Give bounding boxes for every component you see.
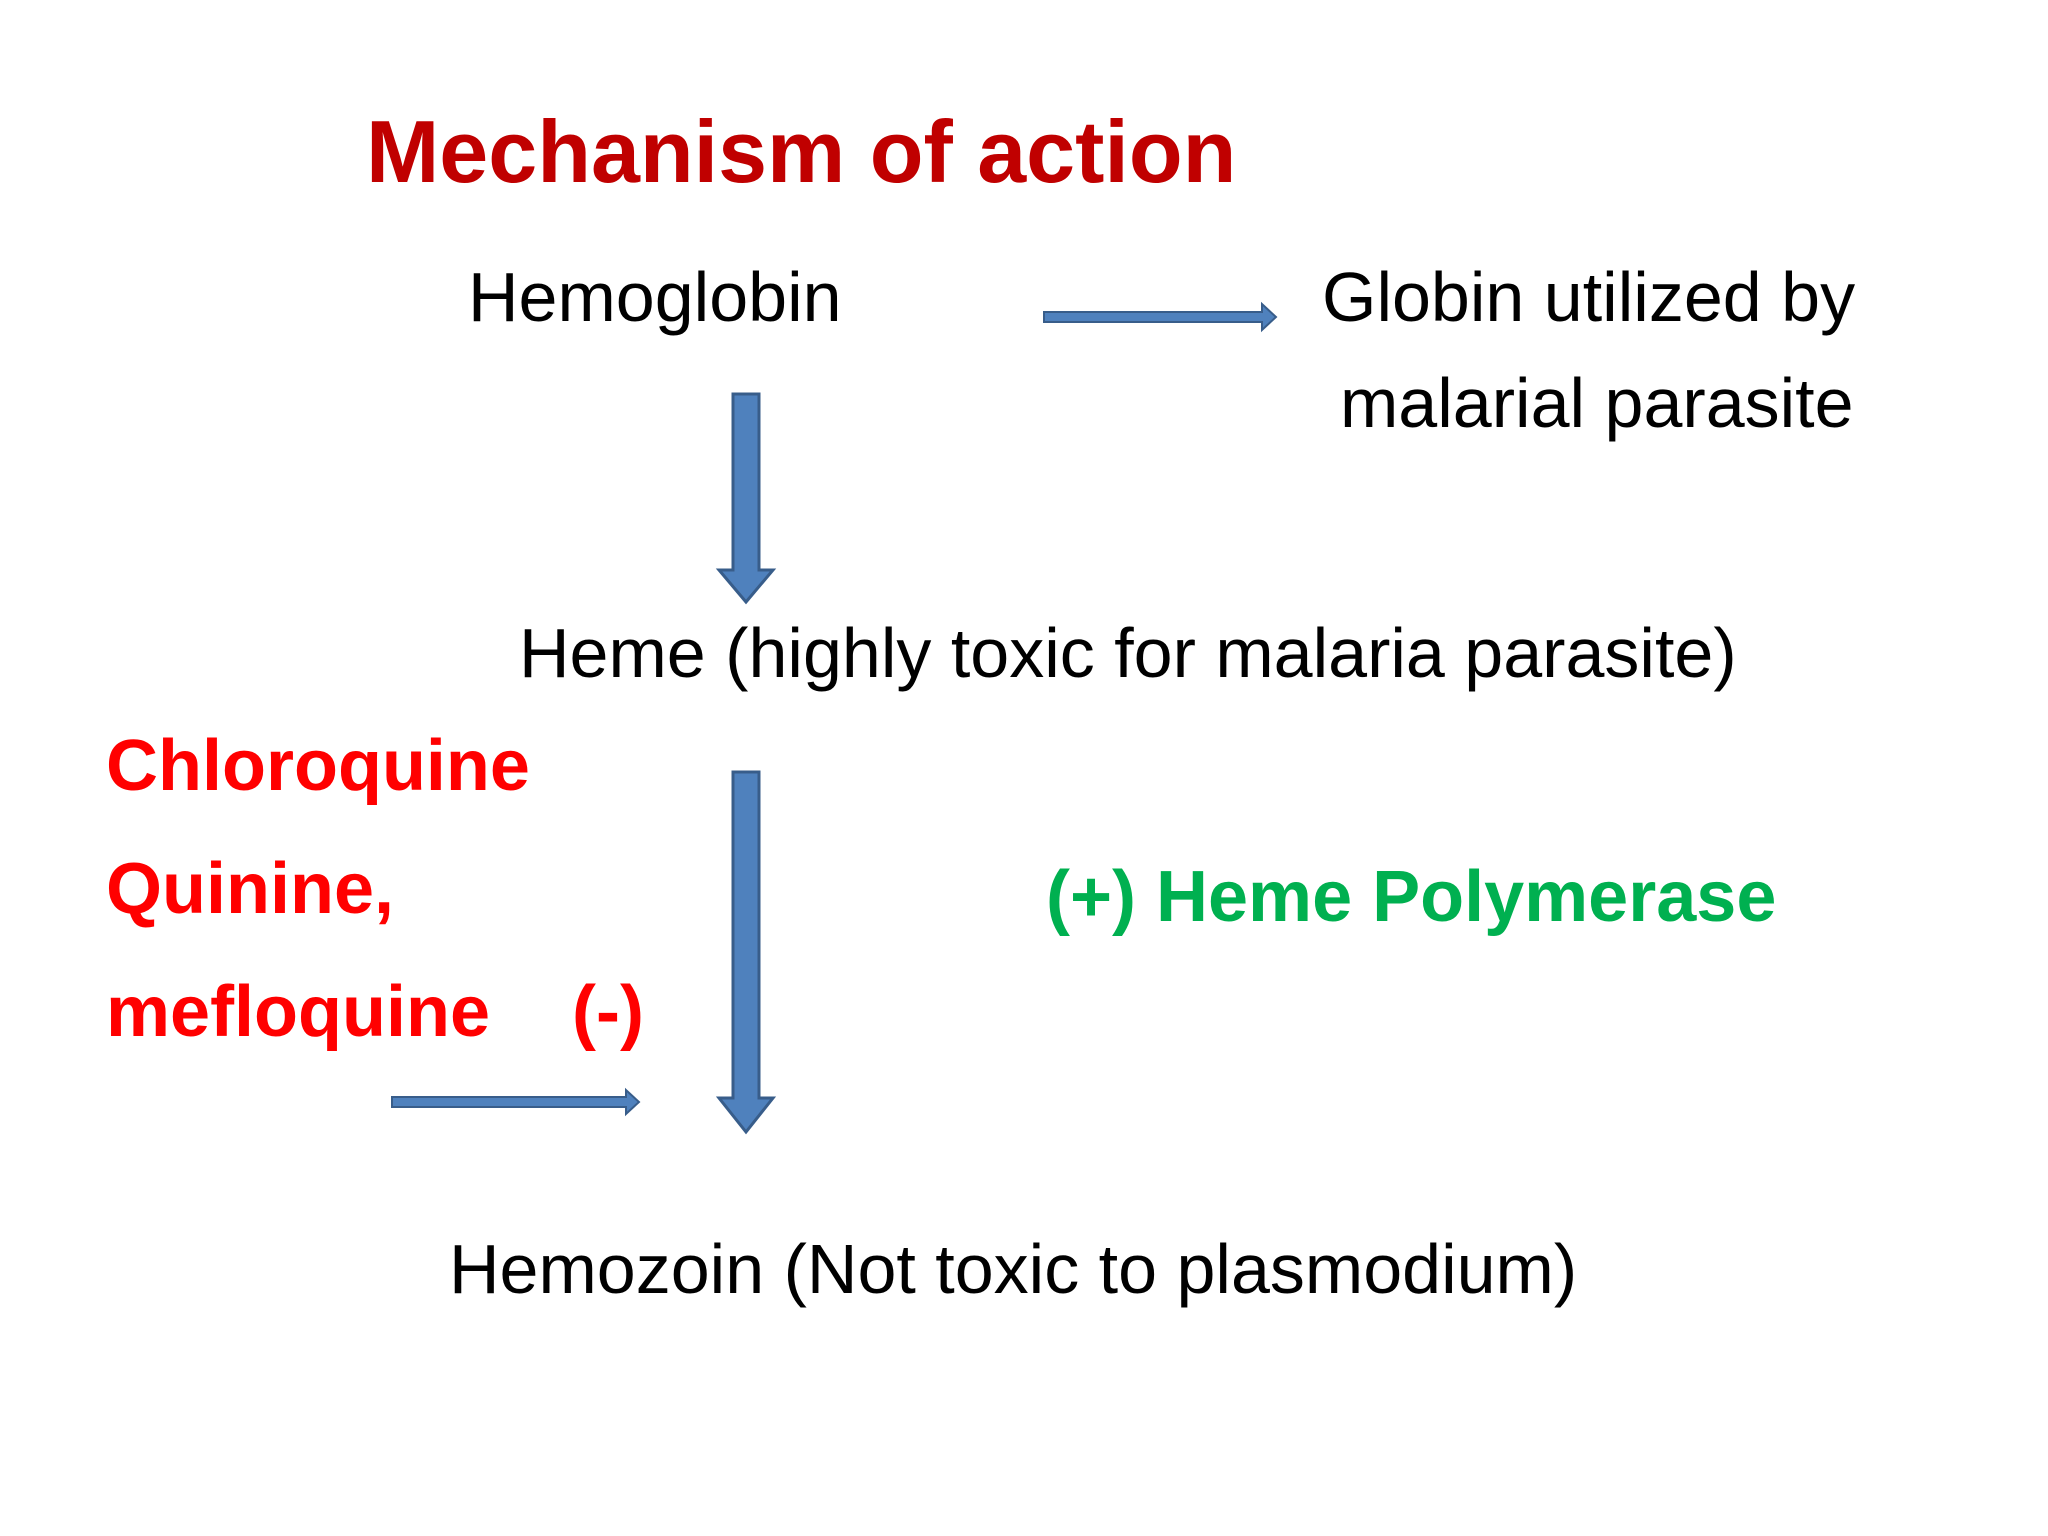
globin-label-line2: malarial parasite: [1340, 364, 1854, 442]
heme-label: Heme (highly toxic for malaria parasite): [519, 614, 1737, 692]
slide-title: Mechanism of action: [366, 102, 1237, 201]
globin-label-line1: Globin utilized by: [1322, 258, 1856, 336]
hemozoin-label: Hemozoin (Not toxic to plasmodium): [449, 1230, 1578, 1308]
drug-mefloquine: mefloquine: [106, 972, 491, 1052]
inhibition-sign: (-): [572, 972, 644, 1052]
arrow-drug-inhibition: [391, 1087, 641, 1117]
arrow-heme-to-hemozoin: [715, 770, 777, 1135]
drug-chloroquine: Chloroquine: [106, 726, 530, 806]
hemoglobin-label: Hemoglobin: [468, 258, 842, 336]
heme-polymerase-label: (+) Heme Polymerase: [1046, 857, 1777, 937]
arrow-hemoglobin-to-globin: [1043, 301, 1278, 333]
arrow-hemoglobin-to-heme: [715, 392, 777, 605]
drug-quinine: Quinine,: [106, 849, 394, 929]
